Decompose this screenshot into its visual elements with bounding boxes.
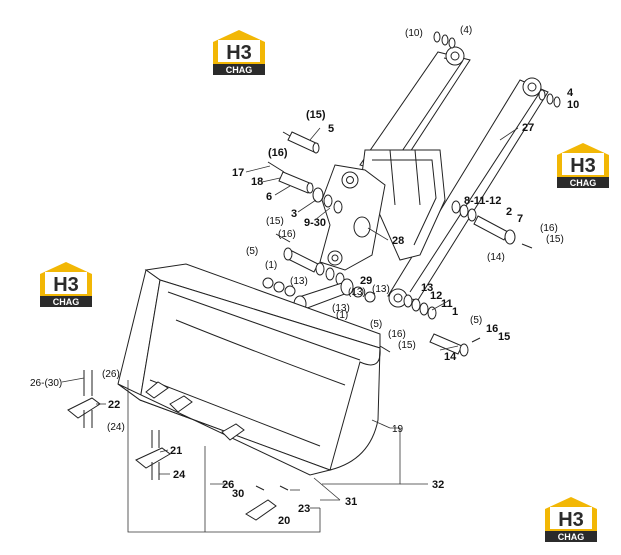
brand-logo-bottom: H3 CHAG bbox=[545, 497, 597, 542]
part-labels: (10) (4) 4 10 27 (15) 5 (16) 17 18 6 3 9… bbox=[30, 25, 579, 527]
pin-group-middle bbox=[275, 233, 345, 286]
label-26-paren: (26) bbox=[102, 369, 120, 380]
label-16-paren-right: (16) bbox=[540, 223, 558, 234]
top-ring-group bbox=[433, 31, 561, 108]
label-leaders bbox=[61, 127, 519, 501]
assembly-brackets bbox=[127, 380, 428, 533]
label-20: 20 bbox=[278, 515, 290, 527]
logo-sub-text: CHAG bbox=[570, 178, 597, 188]
label-22: 22 bbox=[108, 399, 120, 411]
pin-group-right-upper bbox=[451, 200, 533, 249]
logo-main-text: H3 bbox=[226, 42, 252, 64]
tooth-detail-left bbox=[67, 370, 101, 428]
label-13-paren-b: (13) bbox=[348, 287, 366, 298]
label-27: 27 bbox=[522, 122, 534, 134]
label-4: 4 bbox=[567, 87, 574, 99]
label-26-30: 26-(30) bbox=[30, 378, 62, 389]
label-7: 7 bbox=[517, 213, 523, 225]
label-13: 13 bbox=[421, 282, 433, 294]
logo-main-text: H3 bbox=[570, 155, 596, 177]
label-13-paren-c: (13) bbox=[372, 284, 390, 295]
label-5-paren-low: (5) bbox=[370, 319, 382, 330]
label-19: 19 bbox=[392, 424, 404, 435]
label-23: 23 bbox=[298, 503, 310, 515]
brand-logo-left: H3 CHAG bbox=[40, 262, 92, 307]
label-14: 14 bbox=[444, 351, 457, 363]
label-9-30: 9-30 bbox=[304, 217, 326, 229]
label-15-paren-low: (15) bbox=[398, 340, 416, 351]
logo-main-text: H3 bbox=[53, 274, 79, 296]
logo-sub-text: CHAG bbox=[226, 65, 253, 75]
label-32: 32 bbox=[432, 479, 444, 491]
label-2: 2 bbox=[506, 206, 512, 218]
tooth-detail-middle bbox=[135, 430, 171, 480]
label-17: 17 bbox=[232, 167, 244, 179]
label-1: 1 bbox=[452, 306, 458, 318]
label-5-top: 5 bbox=[328, 123, 334, 135]
brand-logo-top: H3 CHAG bbox=[213, 30, 265, 75]
label-15-paren-right: (15) bbox=[546, 234, 564, 245]
label-30: 30 bbox=[232, 488, 244, 500]
logo-sub-text: CHAG bbox=[558, 532, 585, 542]
label-16: 16 bbox=[486, 323, 498, 335]
label-21: 21 bbox=[170, 445, 182, 457]
label-13-paren-a: (13) bbox=[290, 276, 308, 287]
label-16-paren-top: (16) bbox=[268, 147, 288, 159]
label-15: 15 bbox=[498, 331, 510, 343]
label-5-paren-mid: (5) bbox=[246, 246, 258, 257]
brand-logo-right: H3 CHAG bbox=[557, 143, 609, 188]
label-14-paren: (14) bbox=[487, 252, 505, 263]
rocker-link bbox=[319, 164, 386, 271]
label-10-paren: (10) bbox=[405, 28, 423, 39]
label-1-paren-low: (1) bbox=[336, 310, 348, 321]
label-13-paren-d: (13) bbox=[332, 303, 350, 314]
label-1-paren-mid: (1) bbox=[265, 260, 277, 271]
label-16-paren-mid: (16) bbox=[278, 229, 296, 240]
label-24-paren: (24) bbox=[107, 422, 125, 433]
label-5-paren-right: (5) bbox=[470, 315, 482, 326]
label-26: 26 bbox=[222, 479, 234, 491]
label-31: 31 bbox=[345, 496, 357, 508]
label-28: 28 bbox=[392, 235, 404, 247]
bucket bbox=[117, 263, 381, 476]
label-8-11-12: 8-11-12 bbox=[464, 195, 501, 207]
label-4-paren: (4) bbox=[460, 25, 472, 36]
label-3: 3 bbox=[291, 208, 297, 220]
label-18: 18 bbox=[251, 176, 263, 188]
label-16-paren-low: (16) bbox=[388, 329, 406, 340]
label-29: 29 bbox=[360, 275, 372, 287]
logo-main-text: H3 bbox=[558, 509, 584, 531]
logo-sub-text: CHAG bbox=[53, 297, 80, 307]
label-24: 24 bbox=[173, 469, 186, 481]
tooth-detail-bottom bbox=[245, 485, 289, 521]
label-15-paren-mid: (15) bbox=[266, 216, 284, 227]
label-15-paren-top: (15) bbox=[306, 109, 326, 121]
label-10: 10 bbox=[567, 99, 579, 111]
pin-group-upper bbox=[267, 131, 343, 214]
label-6: 6 bbox=[266, 191, 272, 203]
label-11: 11 bbox=[441, 298, 453, 310]
pin-group-right-lower bbox=[403, 294, 481, 357]
label-12: 12 bbox=[430, 290, 442, 302]
